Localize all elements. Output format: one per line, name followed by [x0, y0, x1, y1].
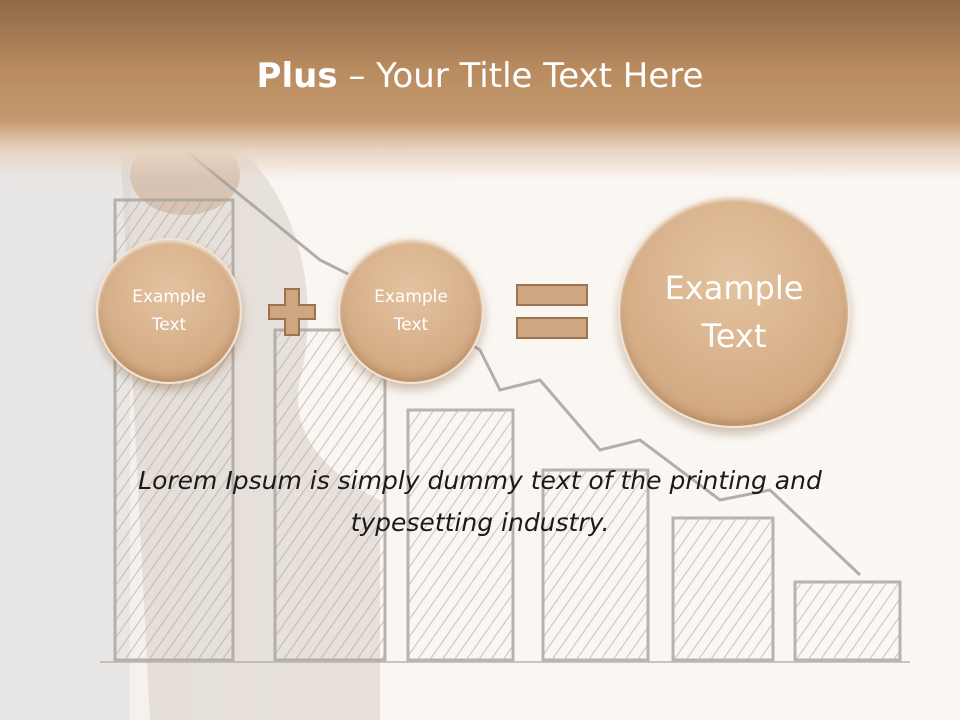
page-title: Plus – Your Title Text Here	[0, 54, 960, 98]
title-bold: Plus	[256, 56, 338, 96]
circle-3-label: Example Text	[664, 269, 804, 355]
sketch-bar-4	[541, 468, 650, 662]
sketch-bar-3	[406, 408, 515, 662]
plus-icon	[268, 288, 316, 336]
title-rest: – Your Title Text Here	[337, 56, 704, 96]
equals-icon	[516, 284, 588, 339]
circle-2-label: Example Text	[374, 287, 448, 335]
example-circle-3[interactable]: Example Text	[618, 196, 850, 428]
sketch-bar-5	[671, 516, 775, 662]
sketch-bar-2	[273, 328, 387, 662]
example-circle-1[interactable]: Example Text	[96, 238, 242, 384]
circle-1-label: Example Text	[132, 287, 206, 335]
body-text: Lorem Ipsum is simply dummy text of the …	[138, 466, 822, 537]
sketch-bar-6	[793, 580, 902, 662]
example-circle-2[interactable]: Example Text	[338, 238, 484, 384]
title-band	[0, 0, 960, 180]
